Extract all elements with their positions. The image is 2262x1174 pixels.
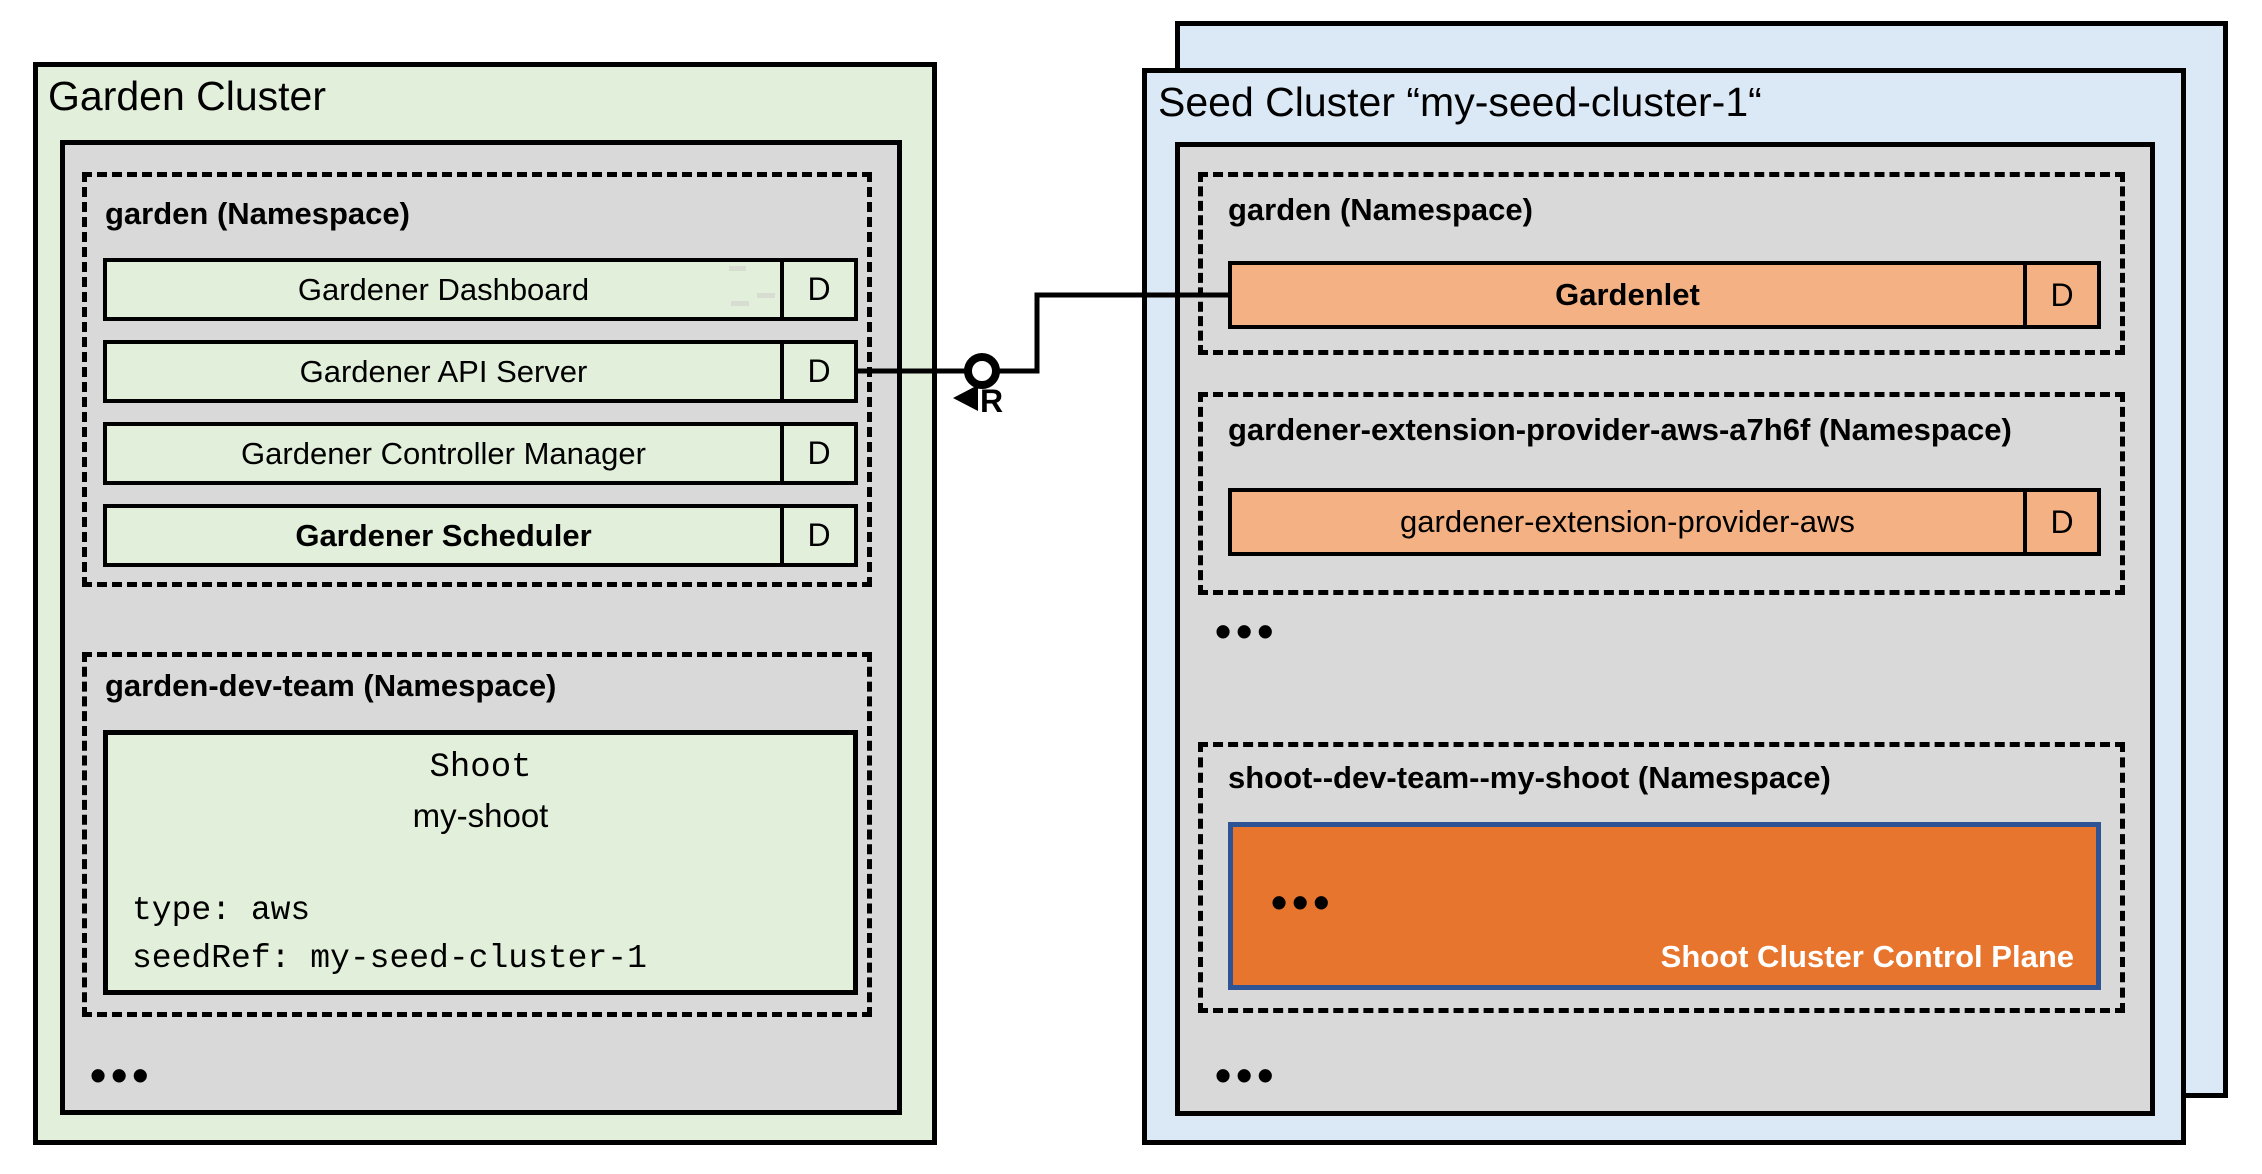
garden-cluster-title: Garden Cluster (48, 73, 327, 119)
component-row-extension-provider-aws: gardener-extension-provider-aws D (1228, 488, 2101, 556)
artifact-mark (729, 266, 746, 271)
deployment-badge: D (780, 426, 854, 481)
seed-garden-namespace-label: garden (Namespace) (1228, 192, 1533, 227)
shoot-kind: Shoot (429, 749, 532, 787)
shoot-namespace-box (1198, 742, 2125, 1013)
component-label: gardener-extension-provider-aws (1400, 504, 1855, 539)
shoot-spec-seedref: seedRef: my-seed-cluster-1 (132, 940, 647, 977)
connector-label-r: R (980, 383, 1003, 419)
artifact-mark (757, 293, 775, 298)
shoot-control-plane-box: ••• Shoot Cluster Control Plane (1228, 822, 2101, 990)
deployment-badge: D (780, 508, 854, 563)
component-label: Gardener API Server (299, 353, 588, 389)
interface-circle-icon (964, 353, 1000, 389)
seed-cluster-title: Seed Cluster “my-seed-cluster-1“ (1158, 79, 1762, 125)
deployment-badge: D (2023, 265, 2097, 325)
shoot-name: my-shoot (412, 797, 549, 834)
extension-namespace-label: gardener-extension-provider-aws-a7h6f (N… (1228, 412, 2012, 447)
component-row-gardener-scheduler: Gardener Scheduler D (103, 504, 858, 567)
garden-namespace-box (82, 172, 872, 587)
arrow-left-icon (953, 385, 978, 411)
deployment-badge: D (2023, 492, 2097, 552)
component-label: Gardener Controller Manager (241, 435, 646, 471)
extension-namespace-box (1198, 392, 2125, 595)
seed-garden-namespace-box (1198, 172, 2125, 355)
shoot-namespace-label: shoot--dev-team--my-shoot (Namespace) (1228, 760, 1831, 795)
component-label: Gardener Scheduler (295, 517, 592, 553)
ellipsis: ••• (1215, 605, 1279, 657)
control-plane-label: Shoot Cluster Control Plane (1660, 939, 2074, 974)
garden-namespace-label: garden (Namespace) (105, 196, 410, 231)
deployment-badge: D (780, 262, 854, 317)
component-row-gardener-controller-manager: Gardener Controller Manager D (103, 422, 858, 485)
artifact-mark (731, 301, 749, 306)
shoot-resource-box: Shoot my-shoot type: aws seedRef: my-see… (103, 730, 858, 995)
component-label: Gardenlet (1555, 277, 1700, 312)
ellipsis: ••• (90, 1049, 154, 1101)
component-label: Gardener Dashboard (297, 271, 590, 307)
ellipsis: ••• (1271, 876, 1335, 928)
dev-team-namespace-label: garden-dev-team (Namespace) (105, 668, 557, 703)
dev-team-namespace-box (82, 652, 872, 1017)
component-row-gardener-api-server: Gardener API Server D (103, 340, 858, 403)
ellipsis: ••• (1215, 1049, 1279, 1101)
deployment-badge: D (780, 344, 854, 399)
shoot-spec-type: type: aws (132, 892, 311, 929)
component-row-gardenlet: Gardenlet D (1228, 261, 2101, 329)
